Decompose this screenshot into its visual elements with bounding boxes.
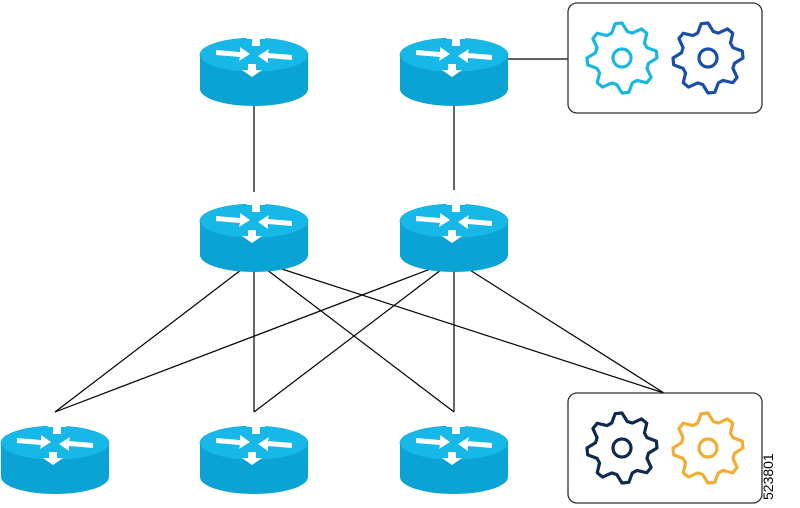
- router-bottom-left: [0, 420, 110, 494]
- link-mid-right-to-bottom-left: [54, 259, 455, 413]
- gear-icon: [585, 21, 659, 95]
- gear-icon: [585, 411, 659, 485]
- service-boxes: [567, 2, 763, 504]
- link-mid-left-to-bottom-left: [54, 259, 255, 413]
- router-bottom-center: [199, 420, 309, 494]
- link-mid-right-to-services-bottom: [453, 259, 665, 394]
- router-arrows-icon: [416, 198, 492, 243]
- router-top-left: [199, 32, 309, 106]
- links: [54, 58, 665, 413]
- routers: [0, 32, 509, 494]
- router-top-right: [399, 32, 509, 106]
- router-mid-right: [399, 198, 509, 272]
- router-arrows-icon: [17, 420, 93, 465]
- services-top-box: [567, 2, 763, 114]
- link-mid-right-to-bottom-center: [253, 259, 455, 413]
- link-mid-left-to-services-bottom: [253, 259, 665, 394]
- router-arrows-icon: [216, 420, 292, 465]
- figure-id-label: 523801: [760, 453, 776, 500]
- router-arrows-icon: [416, 420, 492, 465]
- router-mid-left: [199, 198, 309, 272]
- router-arrows-icon: [416, 32, 492, 77]
- router-arrows-icon: [216, 32, 292, 77]
- services-bottom-box: [567, 392, 763, 504]
- gear-icon: [671, 21, 745, 95]
- router-bottom-right: [399, 420, 509, 494]
- gear-icon: [671, 411, 745, 485]
- router-arrows-icon: [216, 198, 292, 243]
